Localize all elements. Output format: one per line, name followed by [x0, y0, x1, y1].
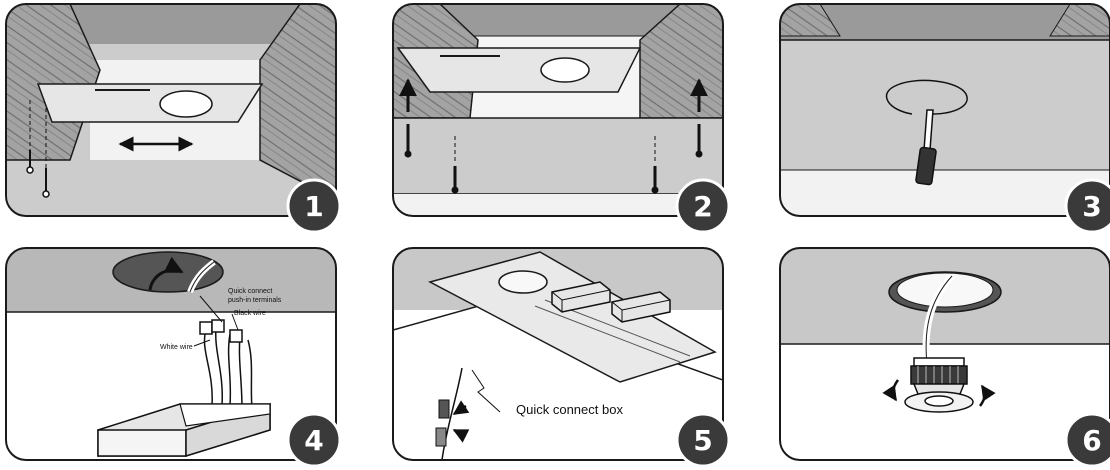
leader-quick-connect — [199, 295, 223, 323]
panel-3-frame — [779, 3, 1110, 217]
step-badge-4: 4 — [286, 412, 342, 468]
panel-1-plate-hole — [159, 90, 213, 118]
panel-6-rotate-arrow-left — [882, 379, 900, 402]
panel-4-rotate-arrow — [148, 256, 184, 291]
panel-5-junction-box-1 — [551, 281, 611, 313]
label-quick-connect: Quick connect — [228, 288, 272, 295]
panel-5-arrow-up — [452, 428, 470, 443]
step-number-4: 4 — [304, 424, 323, 457]
panel-1: 1 — [5, 3, 342, 234]
panel-5-plate-hole — [498, 270, 548, 294]
step-badge-6: 6 — [1064, 412, 1110, 468]
panel-4-wiring — [203, 327, 253, 409]
panel-2-drywall — [393, 117, 723, 195]
panel-5: Quick connect box 5 — [392, 247, 731, 468]
panel-4-driver-box — [97, 402, 271, 458]
panel-5-quick-connector — [435, 399, 450, 447]
panel-6-downlight — [904, 357, 974, 413]
panel-1-screw-2 — [42, 168, 50, 198]
panel-3-cut-outline — [885, 79, 968, 115]
panel-2-screw-4 — [695, 124, 703, 158]
panel-4-quick-connect-terminals — [199, 319, 243, 343]
panel-1-frame — [5, 3, 337, 217]
panel-5-cable — [441, 367, 463, 460]
panel-4-frame — [5, 247, 337, 461]
panel-3-joist-right — [1049, 4, 1110, 37]
label-black-wire: Black wire — [234, 310, 266, 317]
panel-4: Quick connect push-in terminals Black wi… — [5, 247, 342, 468]
step-badge-3: 3 — [1064, 178, 1110, 234]
leader-quick-connect-box — [471, 369, 501, 413]
label-push-in-terminals: push-in terminals — [228, 297, 282, 304]
panel-6-rotate-arrow-right — [978, 384, 996, 407]
panel-2-screw-3 — [651, 136, 659, 194]
step-badge-1: 1 — [286, 178, 342, 234]
step-number-2: 2 — [693, 190, 712, 223]
label-quick-connect-box: Quick connect box — [516, 402, 623, 417]
panel-5-arrow-in — [452, 400, 470, 416]
panel-2-screw-2 — [451, 136, 459, 194]
label-white-wire: White wire — [160, 344, 193, 351]
panel-2-screw-1 — [404, 124, 412, 158]
panel-5-junction-box-2 — [611, 291, 671, 323]
step-number-1: 1 — [304, 190, 323, 223]
step-number-3: 3 — [1082, 190, 1101, 223]
step-number-5: 5 — [693, 424, 712, 457]
panel-2-mounting-plate — [396, 47, 642, 93]
panel-2-frame — [392, 3, 724, 217]
panel-3-drywall-saw — [915, 109, 937, 186]
panel-3-floor — [780, 170, 1110, 216]
panel-2: 2 — [392, 3, 731, 234]
panel-6: 6 — [779, 247, 1110, 468]
panel-1-screw-1 — [26, 150, 34, 174]
step-badge-2: 2 — [675, 178, 731, 234]
panel-3-joist-left — [780, 4, 841, 37]
step-badge-5: 5 — [675, 412, 731, 468]
panel-2-floor — [393, 194, 723, 216]
panel-2-plate-hole — [540, 57, 590, 83]
leader-white-wire — [193, 339, 211, 347]
panel-6-frame — [779, 247, 1110, 461]
leader-black-wire — [231, 313, 239, 331]
panel-3: 3 — [779, 3, 1110, 234]
step-number-6: 6 — [1082, 424, 1101, 457]
panel-1-joist-right — [259, 4, 336, 202]
panel-5-frame — [392, 247, 724, 461]
